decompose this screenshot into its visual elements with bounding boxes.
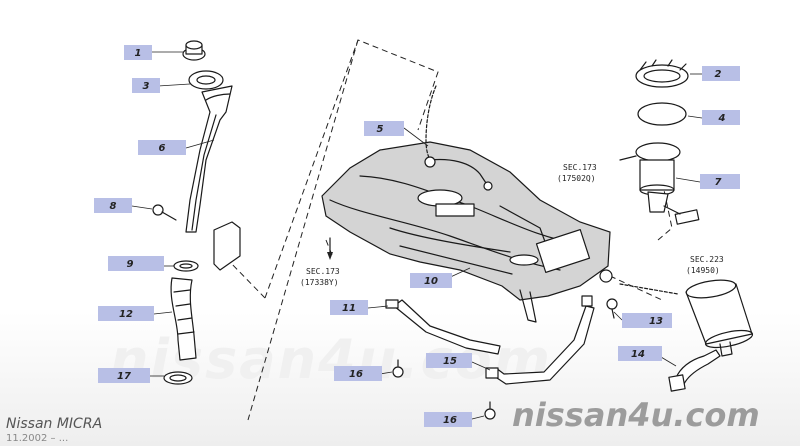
fuel-tank (321, 141, 611, 323)
callout-16a: 16 (334, 366, 382, 381)
callout-number: 9 (127, 259, 134, 270)
callout-number: 16 (443, 415, 457, 426)
callout-7: 7 (700, 174, 740, 189)
callout-9: 9 (108, 256, 164, 271)
callout-number: 4 (718, 113, 726, 124)
tank-strap-11 (385, 299, 501, 355)
section-ref-label: SEC.173 (306, 267, 340, 276)
callout-number: 10 (424, 276, 438, 287)
bolt-13 (606, 283, 679, 319)
callout-14: 14 (618, 346, 662, 361)
callout-number: 11 (342, 303, 356, 314)
callout-2: 2 (702, 66, 740, 81)
callout-13: 13 (622, 313, 672, 328)
callout-number: 5 (377, 124, 384, 135)
callout-number: 15 (443, 356, 457, 367)
callout-17: 17 (98, 368, 150, 383)
callout-number: 12 (119, 309, 133, 320)
filler-hose-12 (170, 277, 197, 361)
bolt-16b (484, 401, 496, 420)
bolt-16a (392, 359, 404, 378)
callout-11: 11 (330, 300, 368, 315)
bolt-8 (152, 204, 177, 221)
callout-number: 3 (143, 81, 150, 92)
footer-date: 11.2002 – ... (6, 433, 68, 444)
callout-number: 1 (135, 48, 142, 59)
callout-12: 12 (98, 306, 154, 321)
section-ref-label: SEC.173 (563, 163, 597, 172)
section-ref-left: SEC.173 (17338Y) (300, 237, 340, 287)
section-ref-code: (14950) (686, 266, 720, 275)
callout-15: 15 (426, 353, 472, 368)
o-ring (637, 102, 687, 126)
vent-tube (424, 85, 493, 191)
fuel-hose-14 (668, 349, 721, 392)
tank-strap-15 (485, 295, 595, 385)
callout-number: 13 (649, 316, 663, 327)
lock-ring (635, 59, 689, 88)
callout-number: 17 (117, 371, 131, 382)
footer-model: Nissan MICRA (6, 416, 102, 432)
callout-3: 3 (132, 78, 160, 93)
fuel-pump-assembly (619, 142, 700, 225)
callout-1: 1 (124, 45, 152, 60)
section-ref-top: SEC.173 (17502Q) (557, 163, 597, 183)
callout-number: 14 (631, 349, 645, 360)
callout-16b: 16 (424, 412, 472, 427)
section-ref-label: SEC.223 (690, 255, 724, 264)
section-ref-right: SEC.223 (14950) (686, 255, 724, 275)
filler-tube (185, 85, 241, 271)
hose-clamp-17 (163, 371, 193, 385)
callout-10: 10 (410, 273, 452, 288)
filler-cap (182, 40, 206, 61)
fuel-filter (599, 269, 754, 357)
callout-number: 8 (110, 201, 117, 212)
hose-clamp-9 (173, 260, 199, 272)
callout-number: 16 (349, 369, 363, 380)
section-ref-code: (17338Y) (300, 278, 339, 287)
callout-number: 6 (159, 143, 166, 154)
callout-number: 7 (715, 177, 722, 188)
callout-5: 5 (364, 121, 404, 136)
callout-8: 8 (94, 198, 132, 213)
watermark-small: nissan4u.com (512, 396, 760, 434)
callout-4: 4 (702, 110, 740, 125)
filler-ring (188, 70, 224, 90)
callout-number: 2 (715, 69, 722, 80)
section-ref-code: (17502Q) (557, 174, 596, 183)
callout-6: 6 (138, 140, 186, 155)
